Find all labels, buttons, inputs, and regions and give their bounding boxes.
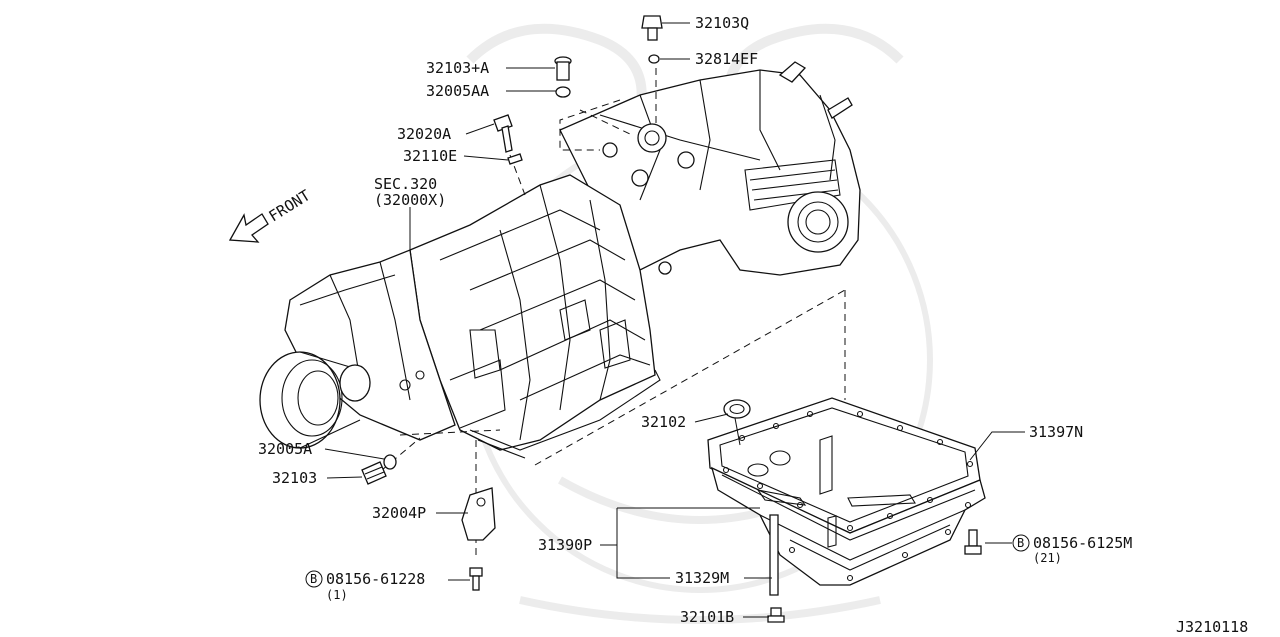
drain-plug-32101b-icon: [767, 607, 785, 623]
pan-bolt-holes: [722, 410, 974, 582]
front-label: FRONT: [266, 186, 314, 225]
washer-32814ef-icon: [648, 54, 660, 64]
label-32020a[interactable]: 32020A: [397, 125, 451, 143]
label-32005a[interactable]: 32005A: [258, 440, 312, 458]
label-32101b[interactable]: 32101B: [680, 608, 734, 626]
bolt-badge-left-letter: B: [310, 572, 317, 586]
leader-lines: [324, 22, 1025, 618]
label-08156-61228[interactable]: 08156-61228: [326, 570, 425, 588]
plug-32103q-icon: [641, 15, 663, 41]
diagram-code: J3210118: [1176, 618, 1248, 636]
bolt-badge-right: [1012, 534, 1030, 552]
bolt-badge-right-letter: B: [1017, 536, 1024, 550]
section-ref-line2: (32000X): [374, 191, 446, 209]
bolt-badge-left: [305, 570, 323, 588]
oil-pan: [707, 397, 986, 586]
bolt-32020a-icon: [493, 114, 513, 153]
section-ref-line1: SEC.320: [374, 175, 437, 193]
seal-32102-icon: [723, 399, 751, 419]
label-08156-6125m[interactable]: 08156-6125M: [1033, 534, 1132, 552]
rod-31329m-icon: [769, 514, 779, 596]
label-32103[interactable]: 32103: [272, 469, 317, 487]
plug-32103a-icon: [554, 56, 572, 81]
bolt-08156-61228-icon: [469, 567, 483, 591]
label-32004p[interactable]: 32004P: [372, 504, 426, 522]
label-32102[interactable]: 32102: [641, 413, 686, 431]
label-31397n[interactable]: 31397N: [1029, 423, 1083, 441]
washer-32005a-icon: [383, 454, 397, 470]
label-32110e[interactable]: 32110E: [403, 147, 457, 165]
clip-32110e-icon: [507, 153, 523, 165]
front-direction-arrow: FRONT: [228, 186, 314, 243]
label-31390p[interactable]: 31390P: [538, 536, 592, 554]
qty-08156-6125m: (21): [1033, 551, 1062, 565]
part-labels: SEC.320 (32000X) 32103Q 32814EF 32103+A …: [258, 14, 1248, 636]
label-32103a[interactable]: 32103+A: [426, 59, 489, 77]
label-32005aa[interactable]: 32005AA: [426, 82, 489, 100]
label-32103q[interactable]: 32103Q: [695, 14, 749, 32]
plug-32103-icon: [361, 461, 387, 485]
bracket-32004p-icon: [461, 487, 496, 541]
label-31329m[interactable]: 31329M: [675, 569, 729, 587]
qty-08156-61228: (1): [326, 588, 348, 602]
label-32814ef[interactable]: 32814EF: [695, 50, 758, 68]
small-parts: [361, 15, 982, 623]
transmission-case: [259, 61, 861, 459]
dashed-guides: [381, 68, 846, 555]
bolt-08156-6125m-icon: [964, 529, 982, 555]
washer-32005aa-icon: [555, 86, 571, 98]
